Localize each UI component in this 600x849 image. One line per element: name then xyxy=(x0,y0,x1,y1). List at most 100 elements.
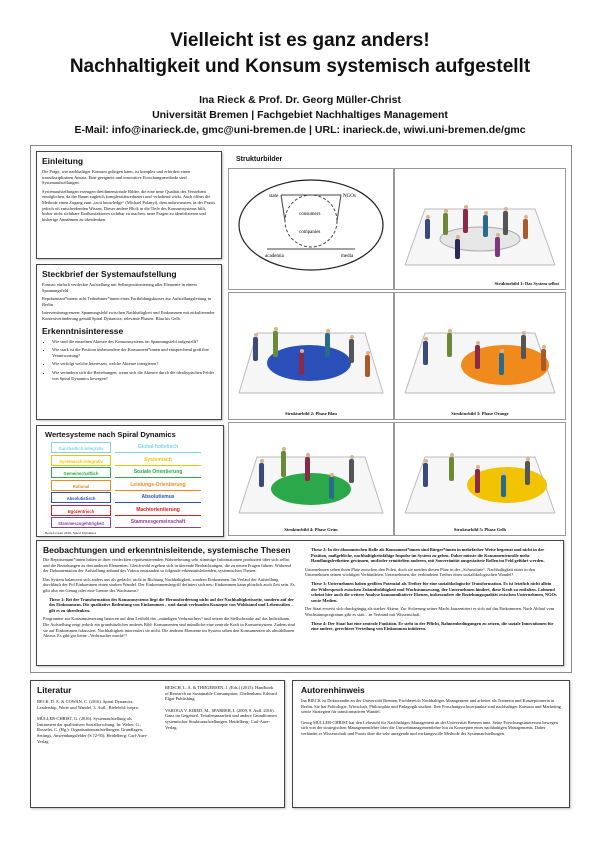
figure xyxy=(499,349,504,375)
figure xyxy=(253,333,258,361)
spiral-left-label: Rational xyxy=(51,479,111,491)
list-item: Wie verändern sich die Beziehungen, wenn… xyxy=(52,370,216,381)
figure xyxy=(483,211,488,237)
poster-title-line1: Vielleicht ist es ganz anders! xyxy=(170,30,430,51)
beob-p4: Unternehmen sehen ihren Platz zwischen d… xyxy=(305,566,535,578)
figure xyxy=(329,473,334,499)
these-1: These 1: Bei der Transformation des Kons… xyxy=(49,596,294,613)
figure xyxy=(273,327,278,357)
figure xyxy=(349,455,354,483)
literatur-col-2: REISCH, L. A. & THØGERSEN, J. (Eds.) (20… xyxy=(165,685,277,733)
einleitung-heading: Einleitung xyxy=(42,156,84,166)
figure xyxy=(463,205,468,233)
label-companies: companies xyxy=(299,230,320,235)
figure xyxy=(325,329,330,357)
label-consumers: consumers xyxy=(299,212,320,217)
einleitung-p1: Die Frage, wie nachhaltiger Konsum gelin… xyxy=(42,169,191,186)
steckbrief-p3: Interventionsgrenzen: Spannungsfeld zwis… xyxy=(42,310,215,321)
steckbrief-heading: Steckbrief der Systemaufstellung xyxy=(42,269,177,279)
spiral-rows: Ganzheitlich-integrativ Global holistisch… xyxy=(47,442,217,530)
authors: Ina Rieck & Prof. Dr. Georg Müller-Chris… xyxy=(199,94,401,106)
these-4: These 4: Der Staat hat eine zentrale Fun… xyxy=(311,620,554,632)
panel-label: Strukturbild 3: Phase Orange xyxy=(451,411,509,416)
poster-title-line2: Nachhaltigkeit und Konsum systemisch auf… xyxy=(69,56,531,77)
steckbrief-p2: Repräsentant*innen: acht Teilnehmer*inne… xyxy=(42,296,211,307)
contact-line: E-Mail: info@inarieck.de, gmc@uni-bremen… xyxy=(74,124,526,136)
figure xyxy=(503,207,508,235)
figure xyxy=(447,329,452,357)
steckbrief-box: Steckbrief der Systemaufstellung Format:… xyxy=(36,264,222,420)
steckbrief-p1: Format: einfach verdeckte Aufstellung mi… xyxy=(42,282,197,293)
beob-p2: Das System balanciert sich anders aus al… xyxy=(43,576,295,593)
figure xyxy=(281,447,286,477)
literatur-col-1: BECK, D. E. & COWAN, C. (2016). Spiral D… xyxy=(37,699,149,747)
figure xyxy=(455,235,460,259)
system-diagram: state NGOs consumers companies academia … xyxy=(238,179,384,271)
affiliation: Universität Bremen | Fachgebiet Nachhalt… xyxy=(152,109,448,121)
erkenntnis-list: Wie sind die einzelnen Akteure des Konsu… xyxy=(42,339,216,382)
reference: REISCH, L. A. & THØGERSEN, J. (Eds.) (20… xyxy=(165,685,277,702)
figure xyxy=(365,351,370,377)
figure xyxy=(495,233,500,257)
figure xyxy=(423,459,428,487)
figure xyxy=(523,215,528,239)
spiral-right-label: Soziale Orientierung xyxy=(115,467,201,478)
label-state: state xyxy=(269,194,279,199)
label-academia: academia xyxy=(265,254,285,259)
figure xyxy=(541,345,546,371)
literatur-box: Literatur BECK, D. E. & COWAN, C. (2016)… xyxy=(30,680,285,808)
spiral-right-label: Leistungs-Orientierung xyxy=(115,480,201,491)
figure xyxy=(521,331,526,359)
struktur-diagram-panel: state NGOs consumers companies academia … xyxy=(228,168,394,290)
erkenntnis-heading: Erkenntnisinteresse xyxy=(42,325,124,336)
figure xyxy=(525,457,530,485)
panel-label: Strukturbild 5: Phase Gelb xyxy=(453,527,507,532)
spiral-left-label: Systemisch-integrativ xyxy=(51,454,111,466)
reference: BECK, D. E. & COWAN, C. (2016). Spiral D… xyxy=(37,699,140,710)
reference: MÜLLER-CHRIST, G. (2016). Systemaufstell… xyxy=(37,716,148,744)
strukturbild-panel-2: Strukturbild 2: Phase Blau xyxy=(228,292,394,420)
beobachtungen-heading: Beobachtungen und erkenntnisleitende, sy… xyxy=(43,545,291,555)
spiral-left-label: Absolutistisch xyxy=(51,492,111,503)
beob-p5: Der Staat erweist sich durchgängig als s… xyxy=(305,606,555,617)
figure xyxy=(425,215,430,239)
figure xyxy=(501,471,506,497)
list-item: Wie verfolgt welche Interessen, welche A… xyxy=(52,361,216,367)
panel-label: Strukturbild 4: Phase Grün xyxy=(284,527,338,532)
label-media: media xyxy=(341,254,354,259)
figure xyxy=(449,453,454,481)
beob-p3: Programme zur Konsumsteuerung basieren a… xyxy=(43,616,295,639)
spiral-left-label: Stammeszugehörigkeit xyxy=(51,517,111,528)
list-item: Wie stark ist die Position insbesondere … xyxy=(52,347,216,358)
spiral-heading: Wertesysteme nach Spiral Dynamics xyxy=(45,430,176,439)
beob-p1: Die Repräsentant*innen haben in ihrer ve… xyxy=(43,557,291,574)
panel-label: Strukturbild 2: Phase Blau xyxy=(285,411,337,416)
figure xyxy=(305,453,310,481)
panel-label: Strukturbild 1: Das System selbst xyxy=(494,281,559,286)
strukturbild-panel-1: Strukturbild 1: Das System selbst xyxy=(394,168,566,290)
these-3: These 3: Unternehmen haben größten Poten… xyxy=(311,580,557,603)
autoren-heading: Autorenhinweis xyxy=(301,685,365,695)
beobachtungen-box: Beobachtungen und erkenntnisleitende, sy… xyxy=(36,540,564,666)
spiral-left-label: Egozentrisch xyxy=(51,504,111,516)
spiral-dynamics-box: Wertesysteme nach Spiral Dynamics Ganzhe… xyxy=(36,425,224,537)
figure xyxy=(423,337,428,365)
figure xyxy=(475,465,480,493)
figure xyxy=(349,335,354,363)
spiral-row: Rational Leistungs-Orientierung xyxy=(51,479,201,491)
beobachtungen-col-right: These 2: In der ökonomischen Rolle als K… xyxy=(305,547,557,635)
spiral-left-label: Ganzheitlich-integrativ xyxy=(51,442,111,453)
list-item: Wie sind die einzelnen Akteure des Konsu… xyxy=(52,339,216,345)
literatur-heading: Literatur xyxy=(37,685,72,695)
label-ngos: NGOs xyxy=(343,194,356,199)
strukturbild-panel-4: Strukturbild 4: Phase Grün xyxy=(228,422,394,536)
einleitung-box: Einleitung Die Frage, wie nachhaltiger K… xyxy=(36,151,222,259)
reference: VAROGA V. KIBED, M., SPARRER, I. (2009, … xyxy=(165,707,277,730)
figure xyxy=(475,341,480,369)
spiral-right-label: Global holistisch xyxy=(115,442,201,453)
